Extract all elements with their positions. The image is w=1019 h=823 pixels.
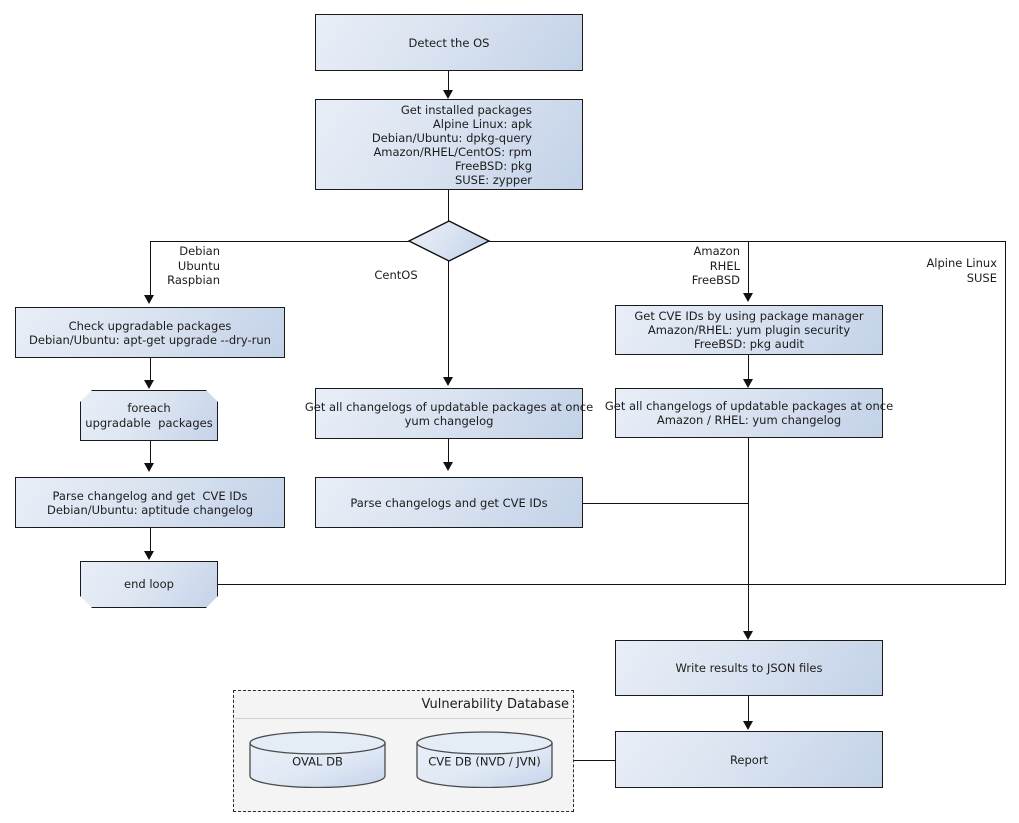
node-get-cve-ids-package-manager-label: Get CVE IDs by using package manager Ama…: [634, 309, 864, 351]
connector-getcve-to-changelogs: [748, 355, 749, 380]
node-write-results-json[interactable]: Write results to JSON files: [615, 640, 883, 696]
connector-packages-to-decision: [448, 190, 449, 222]
arrowhead-centos-parse: [443, 462, 453, 471]
node-check-upgradable-packages[interactable]: Check upgradable packages Debian/Ubuntu:…: [15, 307, 285, 358]
connector-centosparse-to-merge: [583, 503, 749, 504]
connector-rhelchangelogs-to-write: [748, 438, 749, 634]
arrowhead-centos-changelogs: [443, 377, 453, 386]
arrowhead-packages: [443, 90, 453, 99]
decision-os-family-outline: [407, 220, 491, 262]
node-parse-changelogs-centos-label: Parse changelogs and get CVE IDs: [350, 495, 548, 510]
group-vulnerability-database-title: Vulnerability Database: [421, 697, 569, 712]
node-write-results-json-label: Write results to JSON files: [675, 661, 823, 675]
node-changelogs-centos[interactable]: Get all changelogs of updatable packages…: [305, 388, 593, 439]
connector-branch-right-bar: [489, 241, 1006, 242]
node-changelogs-centos-label: Get all changelogs of updatable packages…: [304, 399, 594, 428]
arrowhead-foreach: [144, 380, 154, 389]
connector-detectos-to-packages: [448, 71, 449, 92]
connector-amazon-branch: [748, 241, 749, 294]
arrowhead-get-cve-ids: [743, 293, 753, 302]
arrowhead-report: [743, 721, 753, 730]
node-end-loop-label: end loop: [124, 577, 174, 591]
connector-centos-branch: [448, 261, 449, 378]
node-detect-os-label: Detect the OS: [408, 35, 490, 50]
node-detect-os[interactable]: Detect the OS: [315, 14, 583, 71]
arrowhead-endloop: [144, 551, 154, 560]
connector-foreach-to-parse: [150, 440, 151, 464]
edge-label-debian: Debian Ubuntu Raspbian: [167, 244, 220, 287]
node-parse-changelog-debian[interactable]: Parse changelog and get CVE IDs Debian/U…: [15, 477, 285, 528]
connector-debian-branch: [150, 241, 151, 296]
node-foreach-loop-start[interactable]: foreach upgradable packages: [80, 390, 218, 441]
edge-label-amazon: Amazon RHEL FreeBSD: [691, 244, 740, 287]
connector-write-to-report: [748, 696, 749, 722]
connector-cvedb-to-report: [553, 760, 616, 761]
connector-alpine-branch: [1005, 241, 1006, 585]
arrowhead-rhel-changelogs: [743, 379, 753, 388]
connector-check-to-foreach: [150, 357, 151, 381]
node-get-cve-ids-package-manager[interactable]: Get CVE IDs by using package manager Ama…: [615, 305, 883, 355]
node-changelogs-rhel-label: Get all changelogs of updatable packages…: [604, 399, 894, 427]
node-parse-changelog-debian-label: Parse changelog and get CVE IDs Debian/U…: [47, 488, 253, 517]
arrowhead-write-results: [743, 631, 753, 640]
connector-branch-left-bar: [150, 241, 409, 242]
node-foreach-loop-start-label: foreach upgradable packages: [85, 400, 213, 430]
database-oval-db[interactable]: OVAL DB: [249, 731, 386, 789]
node-report[interactable]: Report: [615, 731, 883, 788]
node-check-upgradable-packages-label: Check upgradable packages Debian/Ubuntu:…: [29, 318, 271, 347]
edge-label-alpine: Alpine Linux SUSE: [926, 256, 997, 285]
arrowhead-parse-changelog: [144, 463, 154, 472]
connector-parse-to-endloop: [150, 528, 151, 552]
node-end-loop[interactable]: end loop: [80, 561, 218, 608]
connector-endloop-to-merge: [218, 584, 1006, 585]
group-title-divider: [235, 718, 572, 719]
node-report-label: Report: [729, 752, 769, 767]
connector-centoschangelogs-to-parse: [448, 438, 449, 463]
oval-db-cylinder-icon: [249, 731, 386, 789]
node-changelogs-rhel[interactable]: Get all changelogs of updatable packages…: [605, 388, 893, 438]
arrowhead-check-upgradable: [144, 295, 154, 304]
edge-label-centos: CentOS: [374, 268, 418, 282]
cve-db-cylinder-icon: [416, 731, 553, 789]
database-cve-db[interactable]: CVE DB (NVD / JVN): [416, 731, 553, 789]
node-get-installed-packages[interactable]: Get installed packages Alpine Linux: apk…: [315, 99, 583, 190]
node-parse-changelogs-centos[interactable]: Parse changelogs and get CVE IDs: [315, 477, 583, 528]
node-get-installed-packages-label: Get installed packages Alpine Linux: apk…: [371, 102, 532, 187]
